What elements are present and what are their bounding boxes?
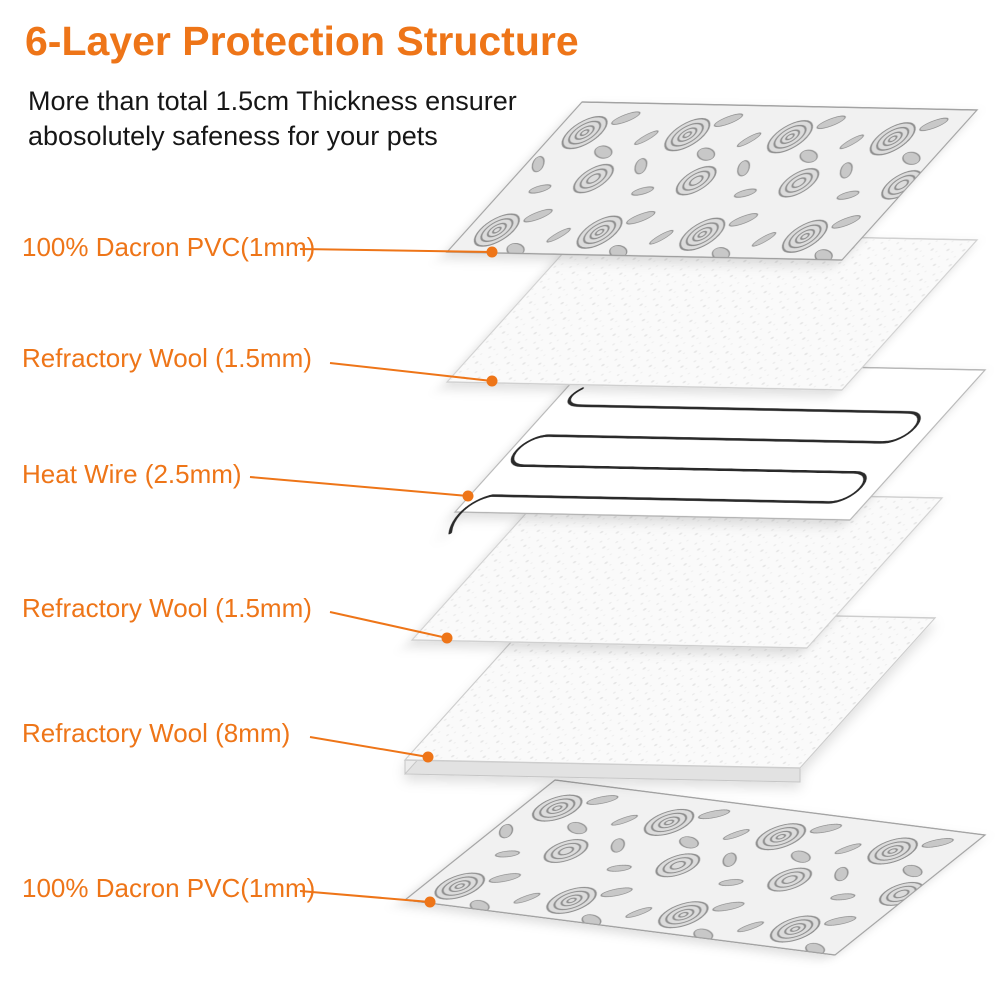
connector-dot-4 — [441, 632, 453, 644]
layer-1-sheet-floral-fabric — [445, 101, 979, 261]
layer-3-sheet-heat-wire — [448, 361, 987, 535]
layer-label-refractory-wool-8mm: Refractory Wool (8mm) — [22, 718, 291, 748]
connector-dot-1 — [486, 246, 498, 258]
subtitle-line-2: abosolutely safeness for your pets — [28, 121, 438, 151]
layer-label-dacron-pvc-top: 100% Dacron PVC(1mm) — [22, 232, 316, 262]
connector-line-5 — [309, 736, 429, 758]
connector-dot-5 — [422, 751, 434, 763]
heat-wire-serpentine — [448, 387, 921, 535]
connector-dot-3 — [462, 490, 474, 502]
connector-line-4 — [329, 611, 448, 639]
connector-line-3 — [249, 476, 469, 497]
connector-dot-6 — [424, 896, 436, 908]
layer-6-surface — [403, 779, 987, 956]
layer-5-sheet-wool-thick — [403, 608, 937, 783]
connector-dot-2 — [486, 375, 498, 387]
layer-6-sheet-floral-fabric — [403, 779, 987, 956]
layer-label-dacron-pvc-bottom: 100% Dacron PVC(1mm) — [22, 873, 316, 903]
connector-lines — [249, 248, 493, 903]
page-title: 6-Layer Protection Structure — [25, 18, 579, 64]
page-subtitle: More than total 1.5cm Thickness ensurer … — [28, 84, 517, 154]
layer-label-heat-wire: Heat Wire (2.5mm) — [22, 459, 242, 489]
connector-dots — [422, 246, 498, 908]
connector-line-6 — [299, 890, 431, 903]
connector-line-2 — [329, 362, 493, 382]
layer-label-refractory-wool-2: Refractory Wool (1.5mm) — [22, 593, 312, 623]
connector-line-1 — [299, 248, 493, 253]
layer-1-surface — [445, 101, 979, 261]
layer-label-refractory-wool-1: Refractory Wool (1.5mm) — [22, 343, 312, 373]
subtitle-line-1: More than total 1.5cm Thickness ensurer — [28, 86, 517, 116]
